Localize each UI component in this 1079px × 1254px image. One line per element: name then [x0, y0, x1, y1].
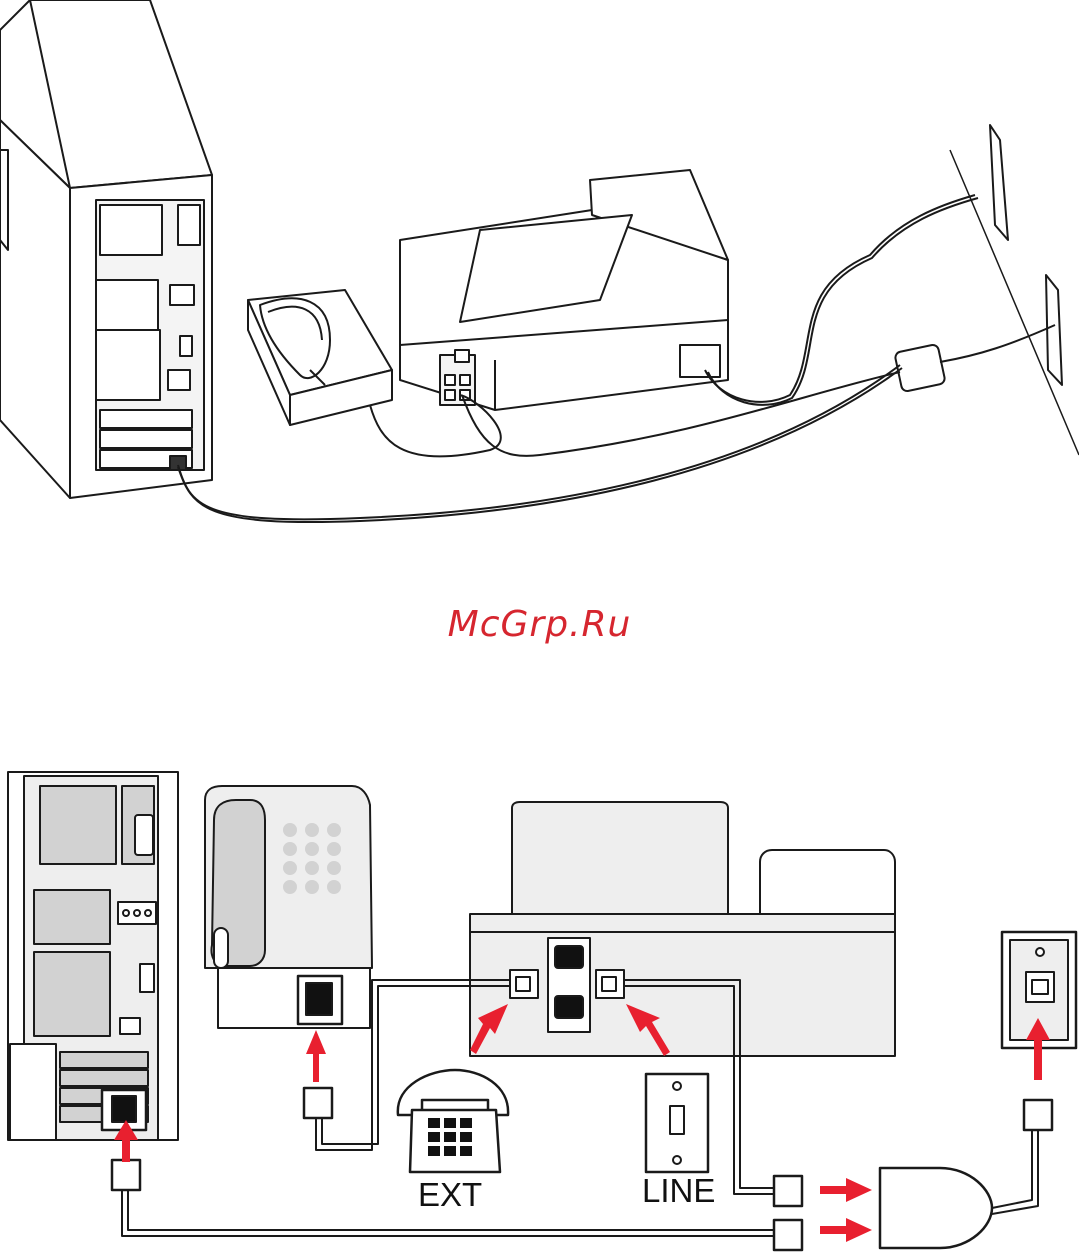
- splitter-icon: [880, 1168, 992, 1248]
- telephone-icon: [248, 290, 392, 425]
- ext-label: EXT: [418, 1176, 482, 1214]
- arrow-icon: [114, 1004, 1050, 1242]
- line-label: LINE: [642, 1172, 715, 1210]
- printer-icon: [470, 802, 895, 1056]
- telephone-icon: [398, 1070, 508, 1172]
- telephone-icon: [205, 786, 372, 1028]
- watermark-text: McGrp.Ru: [0, 604, 1079, 645]
- splitter-icon: [894, 344, 945, 392]
- computer-tower-icon: [0, 0, 212, 498]
- computer-tower-icon: [8, 772, 178, 1140]
- wall-jack-icon: [1002, 932, 1076, 1048]
- top-illustration: [0, 0, 1079, 560]
- printer-icon: [400, 170, 728, 410]
- wall-jack-icon: [646, 1074, 708, 1172]
